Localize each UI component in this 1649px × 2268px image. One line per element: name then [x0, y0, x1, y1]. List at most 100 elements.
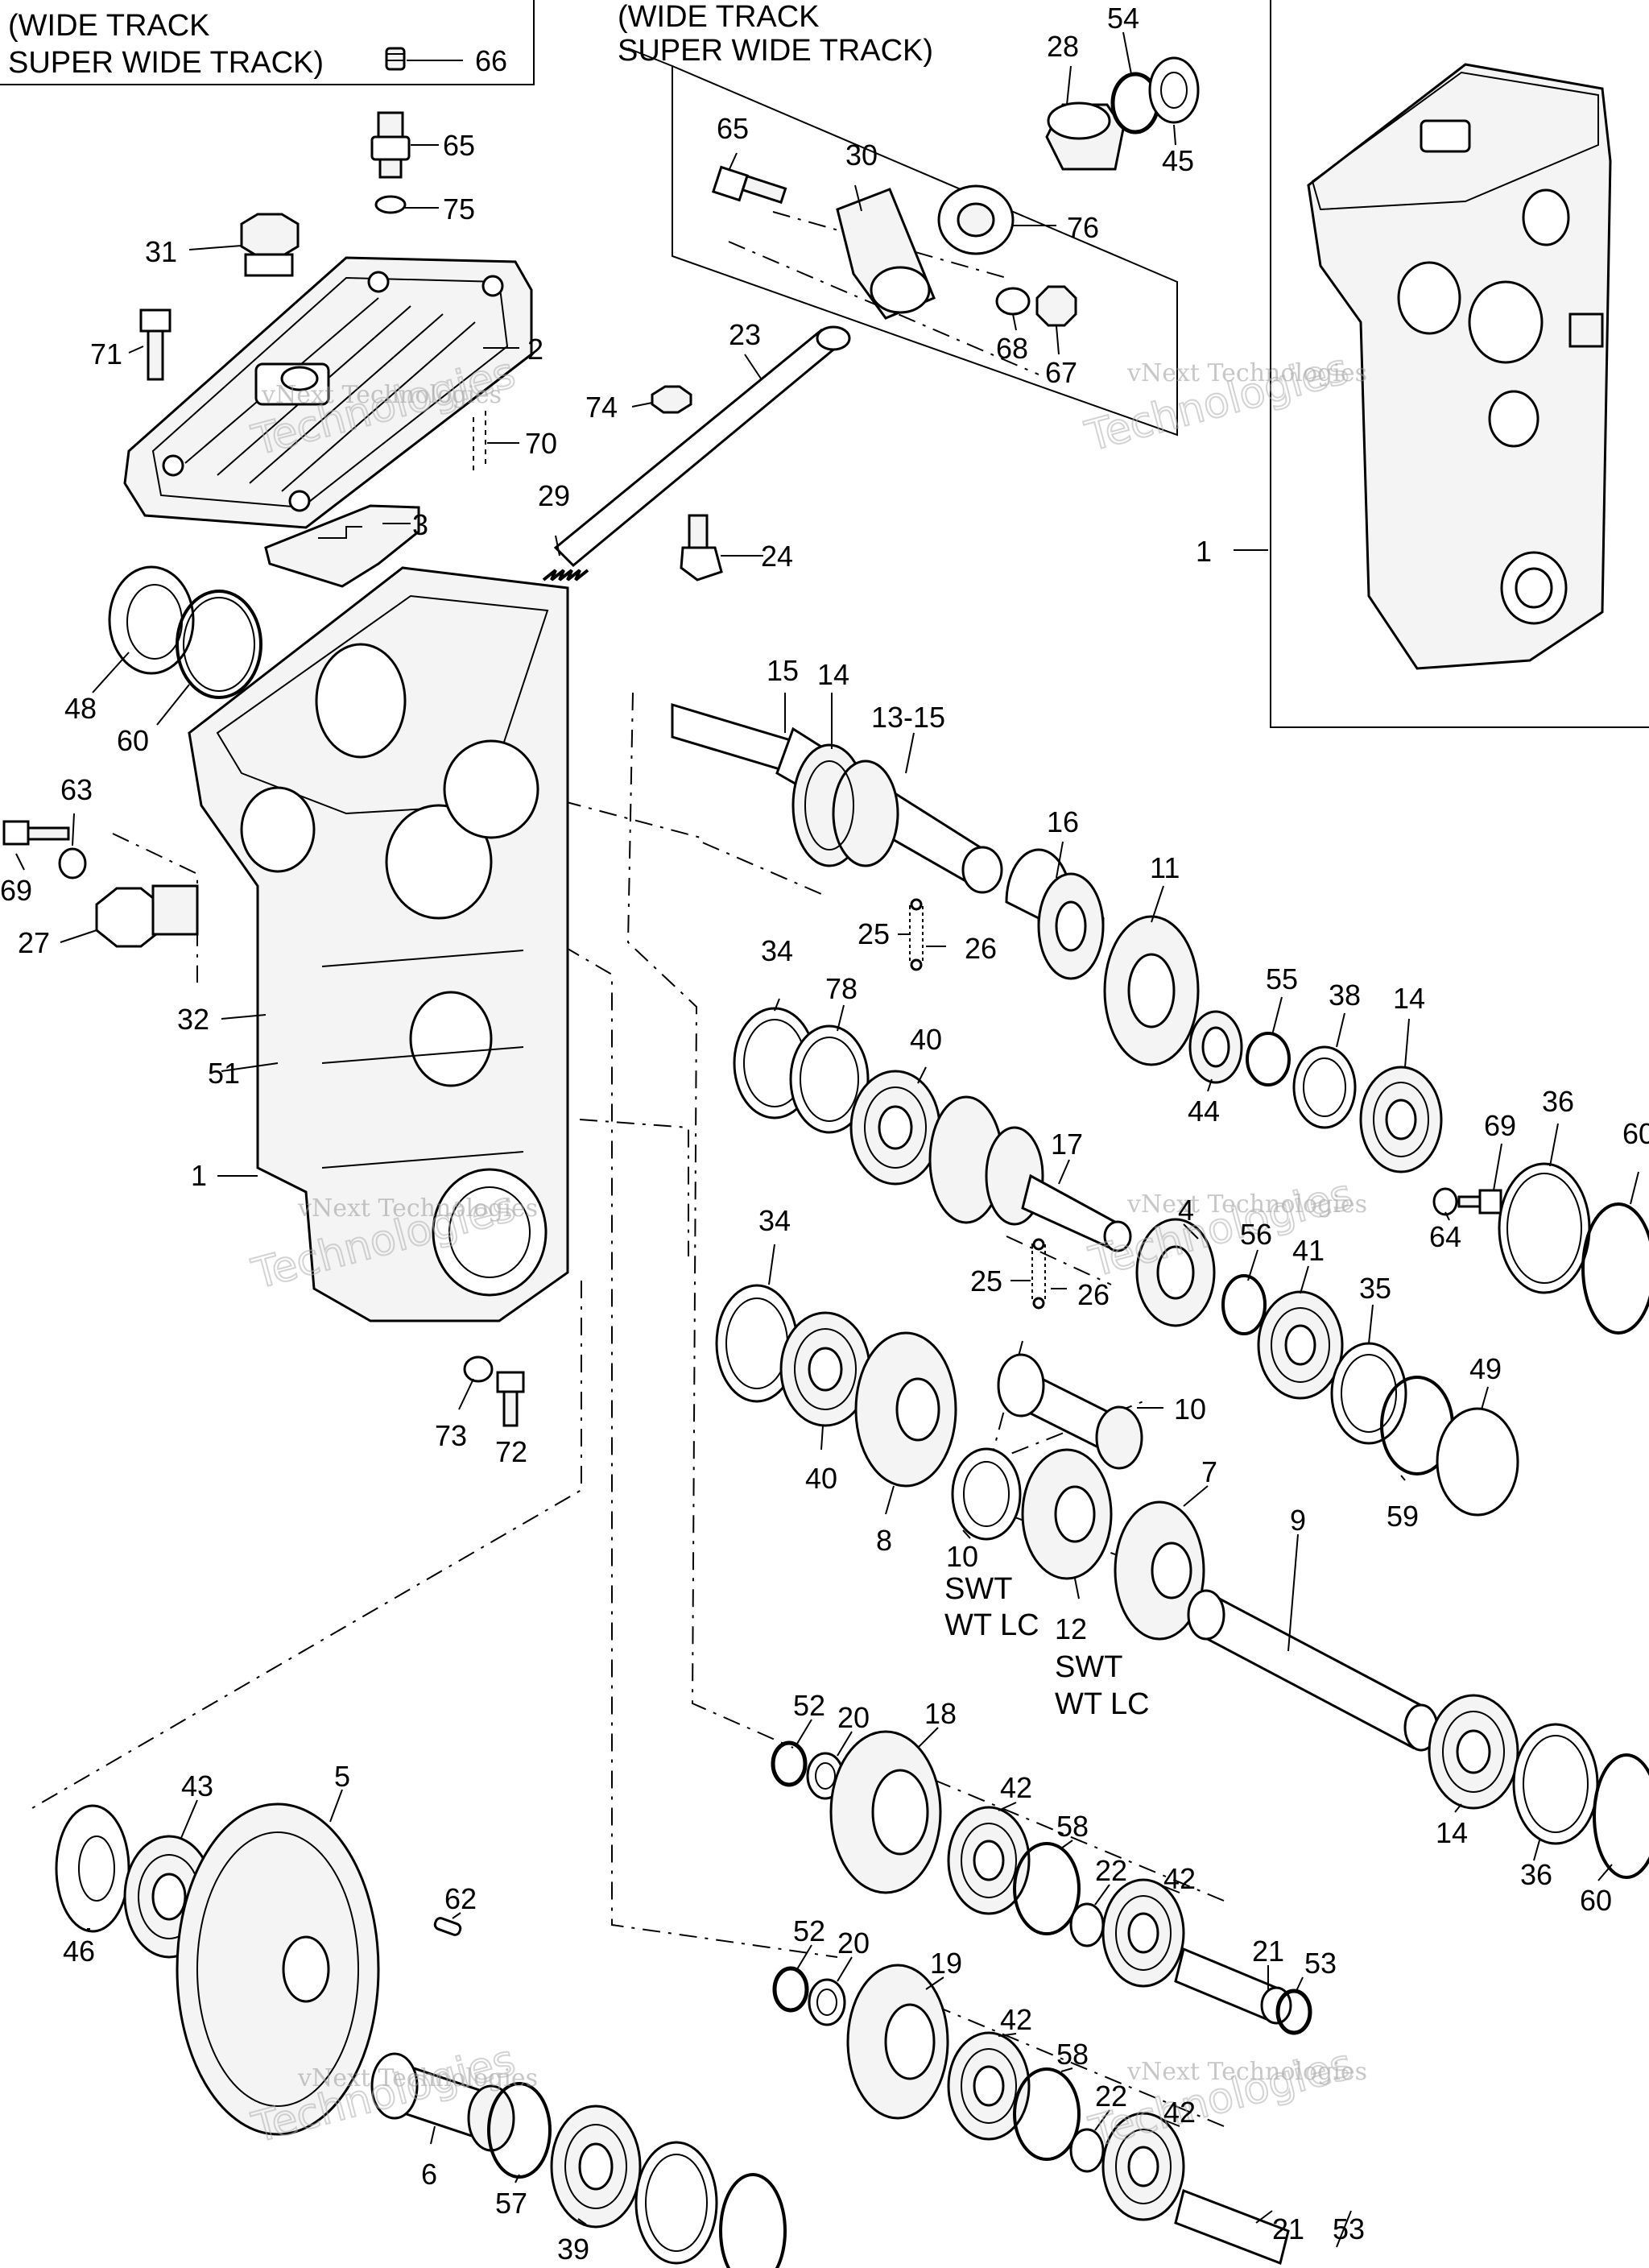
ring-36-a: [1498, 1162, 1591, 1294]
plug-28: [1045, 101, 1125, 171]
callout-56: 56: [1240, 1218, 1272, 1251]
callout-24: 24: [761, 540, 793, 573]
callout-78: 78: [825, 972, 858, 1005]
callout-20: 20: [837, 1701, 870, 1734]
seal-45: [1148, 56, 1200, 124]
shim-34-b: [715, 1284, 799, 1403]
callout-51: 51: [208, 1057, 240, 1090]
washer-64: [1432, 1187, 1458, 1216]
callout-34: 34: [761, 934, 793, 967]
note-swt-wt-lc-b: SWT WT LC: [1055, 1650, 1150, 1721]
callout-27: 27: [18, 926, 50, 959]
callout-13-15: 13-15: [871, 701, 945, 734]
ring-bottom: [634, 2141, 787, 2268]
callout-67: 67: [1045, 356, 1077, 389]
key-62: [433, 1917, 462, 1936]
bearing-40-a: [849, 1070, 941, 1186]
callout-42-b: 42: [1163, 1862, 1196, 1895]
callout-21: 21: [1252, 1935, 1284, 1968]
callout-14-b: 14: [1393, 982, 1425, 1015]
cup-48: [108, 565, 195, 675]
callout-9: 9: [1290, 1504, 1306, 1537]
callout-6: 6: [421, 2158, 437, 2191]
bearing-42-b: [1101, 1878, 1185, 1988]
filler-plug-31: [240, 213, 300, 277]
callout-74: 74: [585, 391, 618, 424]
shaft-21-a: [1174, 1947, 1292, 2025]
top-cover-2: [123, 256, 533, 529]
callout-21-b: 21: [1272, 2212, 1304, 2245]
callout-22: 22: [1095, 1854, 1127, 1887]
callout-20-b: 20: [837, 1927, 870, 1960]
callout-52: 52: [793, 1689, 825, 1722]
svg-text:(WIDE TRACK: (WIDE TRACK: [618, 0, 820, 34]
callout-58-b: 58: [1056, 2038, 1089, 2071]
callout-71: 71: [90, 337, 122, 370]
callout-3: 3: [412, 508, 428, 541]
callout-65: 65: [443, 129, 475, 162]
callout-46: 46: [63, 1935, 95, 1968]
callout-19: 19: [930, 1947, 962, 1980]
bearing-41: [1257, 1290, 1344, 1400]
bracket-30: [836, 188, 936, 320]
callout-73: 73: [435, 1419, 467, 1452]
gear-19: [846, 1964, 949, 2120]
bearing-39: [550, 2105, 642, 2229]
svg-text:(WIDE TRACK: (WIDE TRACK: [8, 9, 210, 43]
svg-text:vNext Technologies: vNext Technologies: [1126, 2058, 1367, 2086]
callout-35: 35: [1359, 1272, 1391, 1305]
svg-text:vNext Technologies: vNext Technologies: [297, 2064, 538, 2092]
callout-49: 49: [1469, 1352, 1502, 1385]
nut-67: [1035, 285, 1077, 327]
gear-8: [854, 1331, 957, 1488]
callout-32: 32: [177, 1003, 209, 1036]
nut-74: [651, 385, 692, 414]
svg-text:SWT: SWT: [1055, 1650, 1122, 1684]
o-ring-53-a: [1275, 1989, 1312, 2035]
callout-42-c: 42: [1000, 2003, 1032, 2036]
needle-bearing-44: [1188, 1010, 1243, 1084]
note-swt-wt-lc-a: SWT WT LC: [944, 1572, 1039, 1642]
circlip-58-a: [1013, 1842, 1081, 1935]
sensor-switch-65: [370, 111, 411, 179]
watermark-4: vNext Technologies Technologies: [1084, 1169, 1367, 1288]
callout-45: 45: [1162, 144, 1194, 177]
callout-72: 72: [495, 1435, 527, 1468]
svg-text:SUPER WIDE TRACK): SUPER WIDE TRACK): [8, 46, 324, 80]
callout-66: 66: [475, 44, 507, 77]
svg-text:SWT: SWT: [944, 1572, 1012, 1606]
callout-68: 68: [996, 332, 1028, 365]
callout-18: 18: [924, 1697, 957, 1730]
callout-57: 57: [495, 2187, 527, 2220]
callout-52-b: 52: [793, 1914, 825, 1947]
gearbox-housing-1: [188, 566, 569, 1322]
callout-54: 54: [1107, 2, 1139, 35]
callout-1: 1: [191, 1159, 207, 1192]
callout-1-assembled: 1: [1196, 535, 1212, 568]
callout-55: 55: [1266, 962, 1298, 995]
callout-11: 11: [1150, 851, 1180, 884]
bearing-14-c: [1428, 1694, 1519, 1810]
assembled-gearbox-1: [1307, 63, 1612, 670]
callout-70: 70: [525, 427, 557, 460]
callout-44: 44: [1188, 1095, 1220, 1128]
shift-finger-24: [680, 514, 723, 581]
bolt-69-right: [1457, 1189, 1502, 1215]
circlip-57: [487, 2082, 552, 2179]
callout-26-b: 26: [1077, 1278, 1110, 1311]
note-wide-track-left: (WIDE TRACK SUPER WIDE TRACK): [8, 9, 324, 80]
spacer-10-b: [951, 1447, 1022, 1541]
gear-11: [1103, 915, 1200, 1066]
assembled-view-frame: [1270, 0, 1649, 728]
svg-text:SUPER WIDE TRACK): SUPER WIDE TRACK): [618, 34, 933, 68]
countershaft-17: [928, 1095, 1132, 1252]
callout-29: 29: [538, 479, 570, 512]
callout-7: 7: [1201, 1455, 1217, 1488]
callout-63: 63: [60, 773, 93, 806]
callout-28: 28: [1047, 30, 1079, 63]
circlip-56: [1221, 1274, 1267, 1335]
callout-53-b: 53: [1333, 2212, 1365, 2245]
callout-60-c: 60: [1580, 1884, 1612, 1917]
callout-40-b: 40: [805, 1462, 837, 1495]
